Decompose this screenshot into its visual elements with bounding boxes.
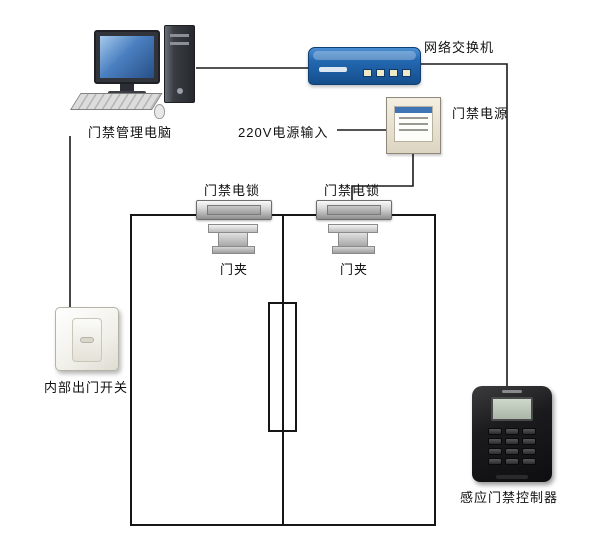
controller-brand-mark [502, 390, 522, 393]
electric-lock-right [316, 200, 392, 220]
label-door-clamp-right: 门夹 [340, 262, 369, 277]
sticker-text-line [399, 123, 428, 125]
label-network-switch: 网络交换机 [424, 40, 495, 55]
keypad-key [522, 448, 536, 455]
controller-lcd-screen [491, 397, 533, 421]
label-management-computer: 门禁管理电脑 [88, 125, 173, 140]
sticker-header-bar [395, 107, 432, 113]
clamp-foot-plate [211, 246, 255, 254]
keypad-key [488, 458, 502, 465]
keypad-key [522, 458, 536, 465]
exit-switch-button [72, 318, 102, 362]
keypad-key [488, 438, 502, 445]
switch-port [363, 69, 372, 77]
clamp-web [338, 232, 368, 247]
switch-ports [363, 69, 411, 77]
sticker-text-line [399, 117, 428, 119]
computer-keyboard-icon [70, 93, 163, 110]
keypad-key [505, 458, 519, 465]
label-220v-input: 220V电源输入 [238, 125, 329, 140]
tower-power-button [177, 88, 183, 94]
access-controller-device [472, 386, 552, 482]
clamp-web [218, 232, 248, 247]
sticker-text-line [399, 129, 428, 131]
label-electric-lock-left: 门禁电锁 [204, 183, 261, 198]
switch-top-highlight [313, 51, 416, 60]
monitor-screen [100, 36, 154, 78]
label-door-clamp-left: 门夹 [220, 262, 249, 277]
keypad-key [488, 448, 502, 455]
door-center-plate [268, 302, 297, 432]
exit-switch-slot [80, 337, 94, 343]
switch-port [402, 69, 411, 77]
controller-keypad [488, 428, 536, 465]
keypad-key [505, 448, 519, 455]
computer-mouse-icon [154, 104, 165, 119]
tower-drive-bay [170, 42, 189, 45]
network-switch-device [308, 47, 421, 85]
computer-monitor-icon [94, 30, 160, 84]
switch-port [376, 69, 385, 77]
tower-drive-bay [170, 34, 189, 37]
label-exit-switch: 内部出门开关 [44, 380, 129, 395]
label-access-controller: 感应门禁控制器 [460, 490, 559, 505]
keypad-key [505, 428, 519, 435]
door-clamp-right [328, 224, 378, 256]
switch-brand-mark [319, 67, 347, 72]
label-power-supply: 门禁电源 [452, 106, 509, 121]
power-supply-sticker [394, 106, 433, 142]
keypad-key [522, 438, 536, 445]
computer-tower-icon [164, 25, 195, 103]
keypad-key [505, 438, 519, 445]
controller-base [496, 475, 528, 479]
door-split-line [282, 214, 284, 526]
door-clamp-left [208, 224, 258, 256]
keypad-key [522, 428, 536, 435]
clamp-foot-plate [331, 246, 375, 254]
label-electric-lock-right: 门禁电锁 [324, 183, 381, 198]
keypad-key [488, 428, 502, 435]
switch-port [389, 69, 398, 77]
power-supply-box [386, 97, 441, 154]
exit-switch-device [55, 307, 119, 371]
monitor-stand [120, 84, 134, 92]
electric-lock-left [196, 200, 272, 220]
